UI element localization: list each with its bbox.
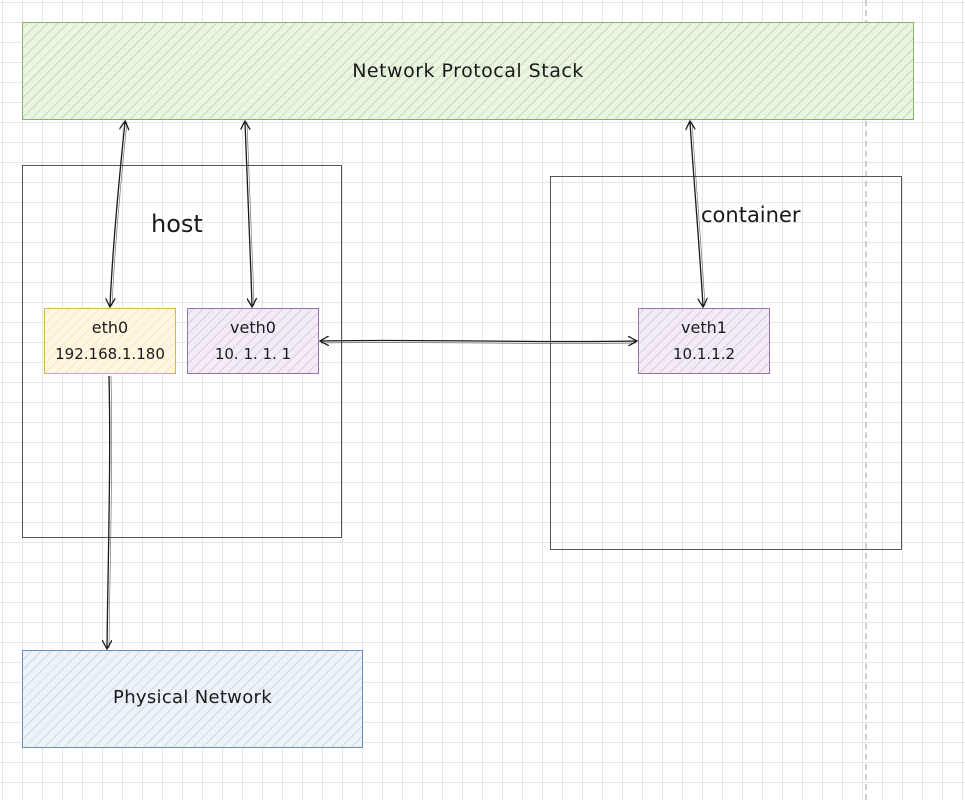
veth0-name: veth0 <box>230 318 276 337</box>
host-label: host <box>151 210 203 238</box>
veth1-name: veth1 <box>681 318 727 337</box>
eth0-ip: 192.168.1.180 <box>55 345 165 363</box>
container-box[interactable]: container <box>550 176 902 550</box>
eth0-interface-box[interactable]: eth0 192.168.1.180 <box>44 308 176 374</box>
network-protocol-stack-label: Network Protocal Stack <box>352 60 584 82</box>
veth1-ip: 10.1.1.2 <box>672 345 736 363</box>
veth0-ip: 10. 1. 1. 1 <box>214 345 292 363</box>
veth1-interface-box[interactable]: veth1 10.1.1.2 <box>638 308 770 374</box>
eth0-name: eth0 <box>91 318 129 337</box>
page-break-divider <box>865 0 867 800</box>
veth0-interface-box[interactable]: veth0 10. 1. 1. 1 <box>187 308 319 374</box>
host-box[interactable]: host <box>22 165 342 538</box>
physical-network-box[interactable]: Physical Network <box>22 650 363 748</box>
physical-network-label: Physical Network <box>113 687 272 708</box>
network-protocol-stack-box[interactable]: Network Protocal Stack <box>22 22 914 120</box>
container-label: container <box>701 203 801 227</box>
